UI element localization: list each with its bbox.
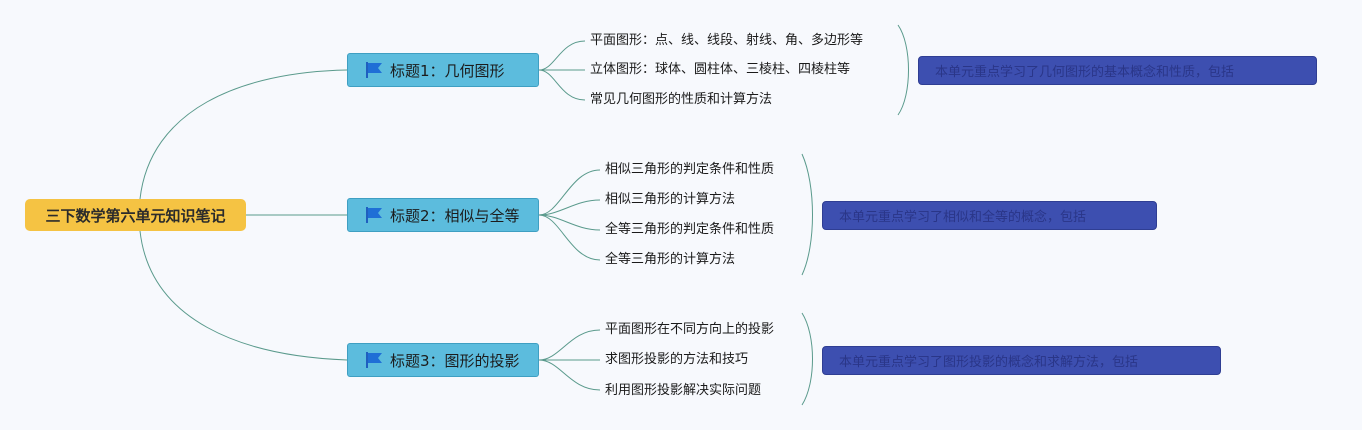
link-topic-3-leaf-3 [538,359,601,391]
link-root-topic-3 [139,230,348,361]
link-topic-2-leaf-2 [538,199,601,216]
flag-icon [366,352,382,368]
topic-1-leaf-3[interactable]: 常见几何图形的性质和计算方法 [590,92,773,107]
flag-icon [366,207,382,223]
link-root-topic-1 [139,69,348,200]
topic-1-title: 标题1：几何图形 [390,61,505,80]
link-topic-1-leaf-1 [538,40,586,71]
summary-bracket-2 [801,153,813,276]
summary-bracket-1 [897,24,909,116]
link-topic-2-leaf-4 [538,214,601,261]
topic-1-leaf-2[interactable]: 立体图形：球体、圆柱体、三棱柱、四棱柱等 [590,62,851,77]
topic-3-leaf-2[interactable]: 求图形投影的方法和技巧 [605,352,749,367]
topic-3-leaf-1[interactable]: 平面图形在不同方向上的投影 [605,322,775,337]
link-topic-1-leaf-3 [538,69,586,101]
topic-1-summary[interactable]: 本单元重点学习了几何图形的基本概念和性质，包括 [918,56,1317,85]
topic-2-leaf-4[interactable]: 全等三角形的计算方法 [605,252,736,267]
topic-2-leaf-1[interactable]: 相似三角形的判定条件和性质 [605,162,775,177]
topic-2[interactable]: 标题2：相似与全等 [347,198,539,232]
topic-3[interactable]: 标题3：图形的投影 [347,343,539,377]
topic-1-leaf-1[interactable]: 平面图形：点、线、线段、射线、角、多边形等 [590,33,864,48]
root-topic[interactable]: 三下数学第六单元知识笔记 [25,199,246,231]
link-topic-2-leaf-3 [538,214,601,231]
link-topic-3-leaf-1 [538,329,601,361]
topic-3-title: 标题3：图形的投影 [390,351,520,370]
topic-2-title: 标题2：相似与全等 [390,206,520,225]
summary-bracket-3 [801,312,813,406]
topic-2-leaf-3[interactable]: 全等三角形的判定条件和性质 [605,222,775,237]
flag-icon [366,62,382,78]
topic-2-summary[interactable]: 本单元重点学习了相似和全等的概念，包括 [822,201,1157,230]
topic-2-leaf-2[interactable]: 相似三角形的计算方法 [605,192,736,207]
topic-1[interactable]: 标题1：几何图形 [347,53,539,87]
topic-3-leaf-3[interactable]: 利用图形投影解决实际问题 [605,383,762,398]
link-topic-2-leaf-1 [538,169,601,216]
topic-3-summary[interactable]: 本单元重点学习了图形投影的概念和求解方法，包括 [822,346,1221,375]
